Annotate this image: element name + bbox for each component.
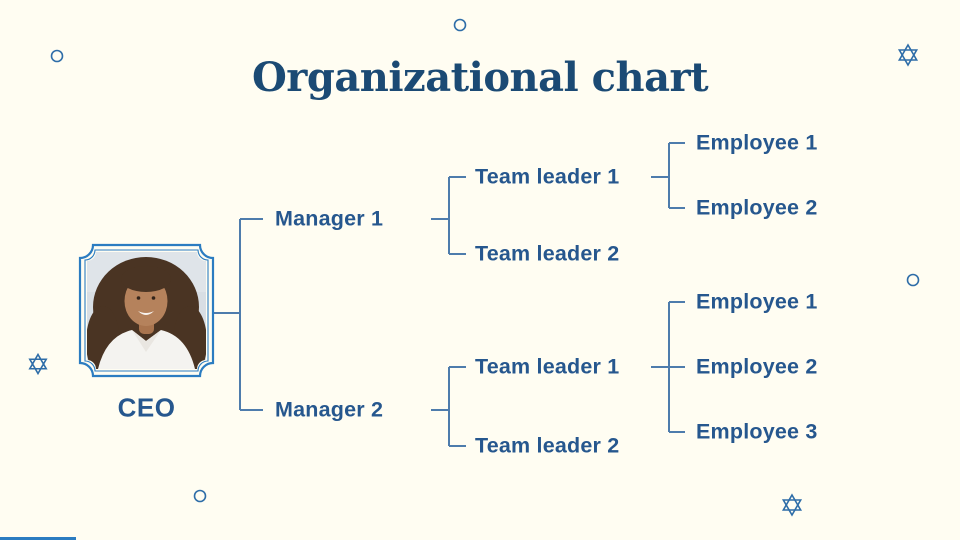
star-of-david-icon: [28, 352, 48, 376]
photo-frame-inner: [84, 249, 209, 372]
connector-manager1-to-team-leaders: [431, 176, 466, 255]
node-employee-2b: Employee 2: [696, 354, 818, 379]
node-manager-1: Manager 1: [275, 206, 384, 231]
node-team-leader-2b: Team leader 2: [475, 433, 620, 458]
bottom-accent-bar: [0, 537, 76, 540]
decorations: [28, 18, 920, 517]
circle-icon: [453, 18, 467, 32]
node-team-leader-1b: Team leader 1: [475, 354, 620, 379]
portrait-image: [87, 252, 206, 369]
node-manager-2: Manager 2: [275, 397, 384, 422]
circle-icon: [50, 49, 64, 63]
star-of-david-icon: [781, 493, 803, 517]
connector-team-leader1b-to-employees: [651, 301, 685, 433]
page-title: Organizational chart: [251, 54, 709, 101]
node-team-leader-2a: Team leader 2: [475, 241, 620, 266]
node-employee-1b: Employee 1: [696, 289, 818, 314]
node-employee-2a: Employee 2: [696, 195, 818, 220]
node-employee-1a: Employee 1: [696, 130, 818, 155]
circle-icon: [193, 489, 207, 503]
star-of-david-icon: [897, 43, 919, 67]
node-employee-3b: Employee 3: [696, 419, 818, 444]
node-ceo: CEO: [117, 392, 176, 423]
connector-manager2-to-team-leaders: [431, 366, 466, 447]
photo-frame-outer: [78, 243, 215, 378]
ceo-portrait-photo: [78, 243, 215, 378]
connector-ceo-to-managers: [213, 218, 263, 411]
connector-team-leader1a-to-employees: [651, 142, 685, 209]
node-team-leader-1a: Team leader 1: [475, 164, 620, 189]
connectors: [213, 142, 685, 447]
circle-icon: [906, 273, 920, 287]
